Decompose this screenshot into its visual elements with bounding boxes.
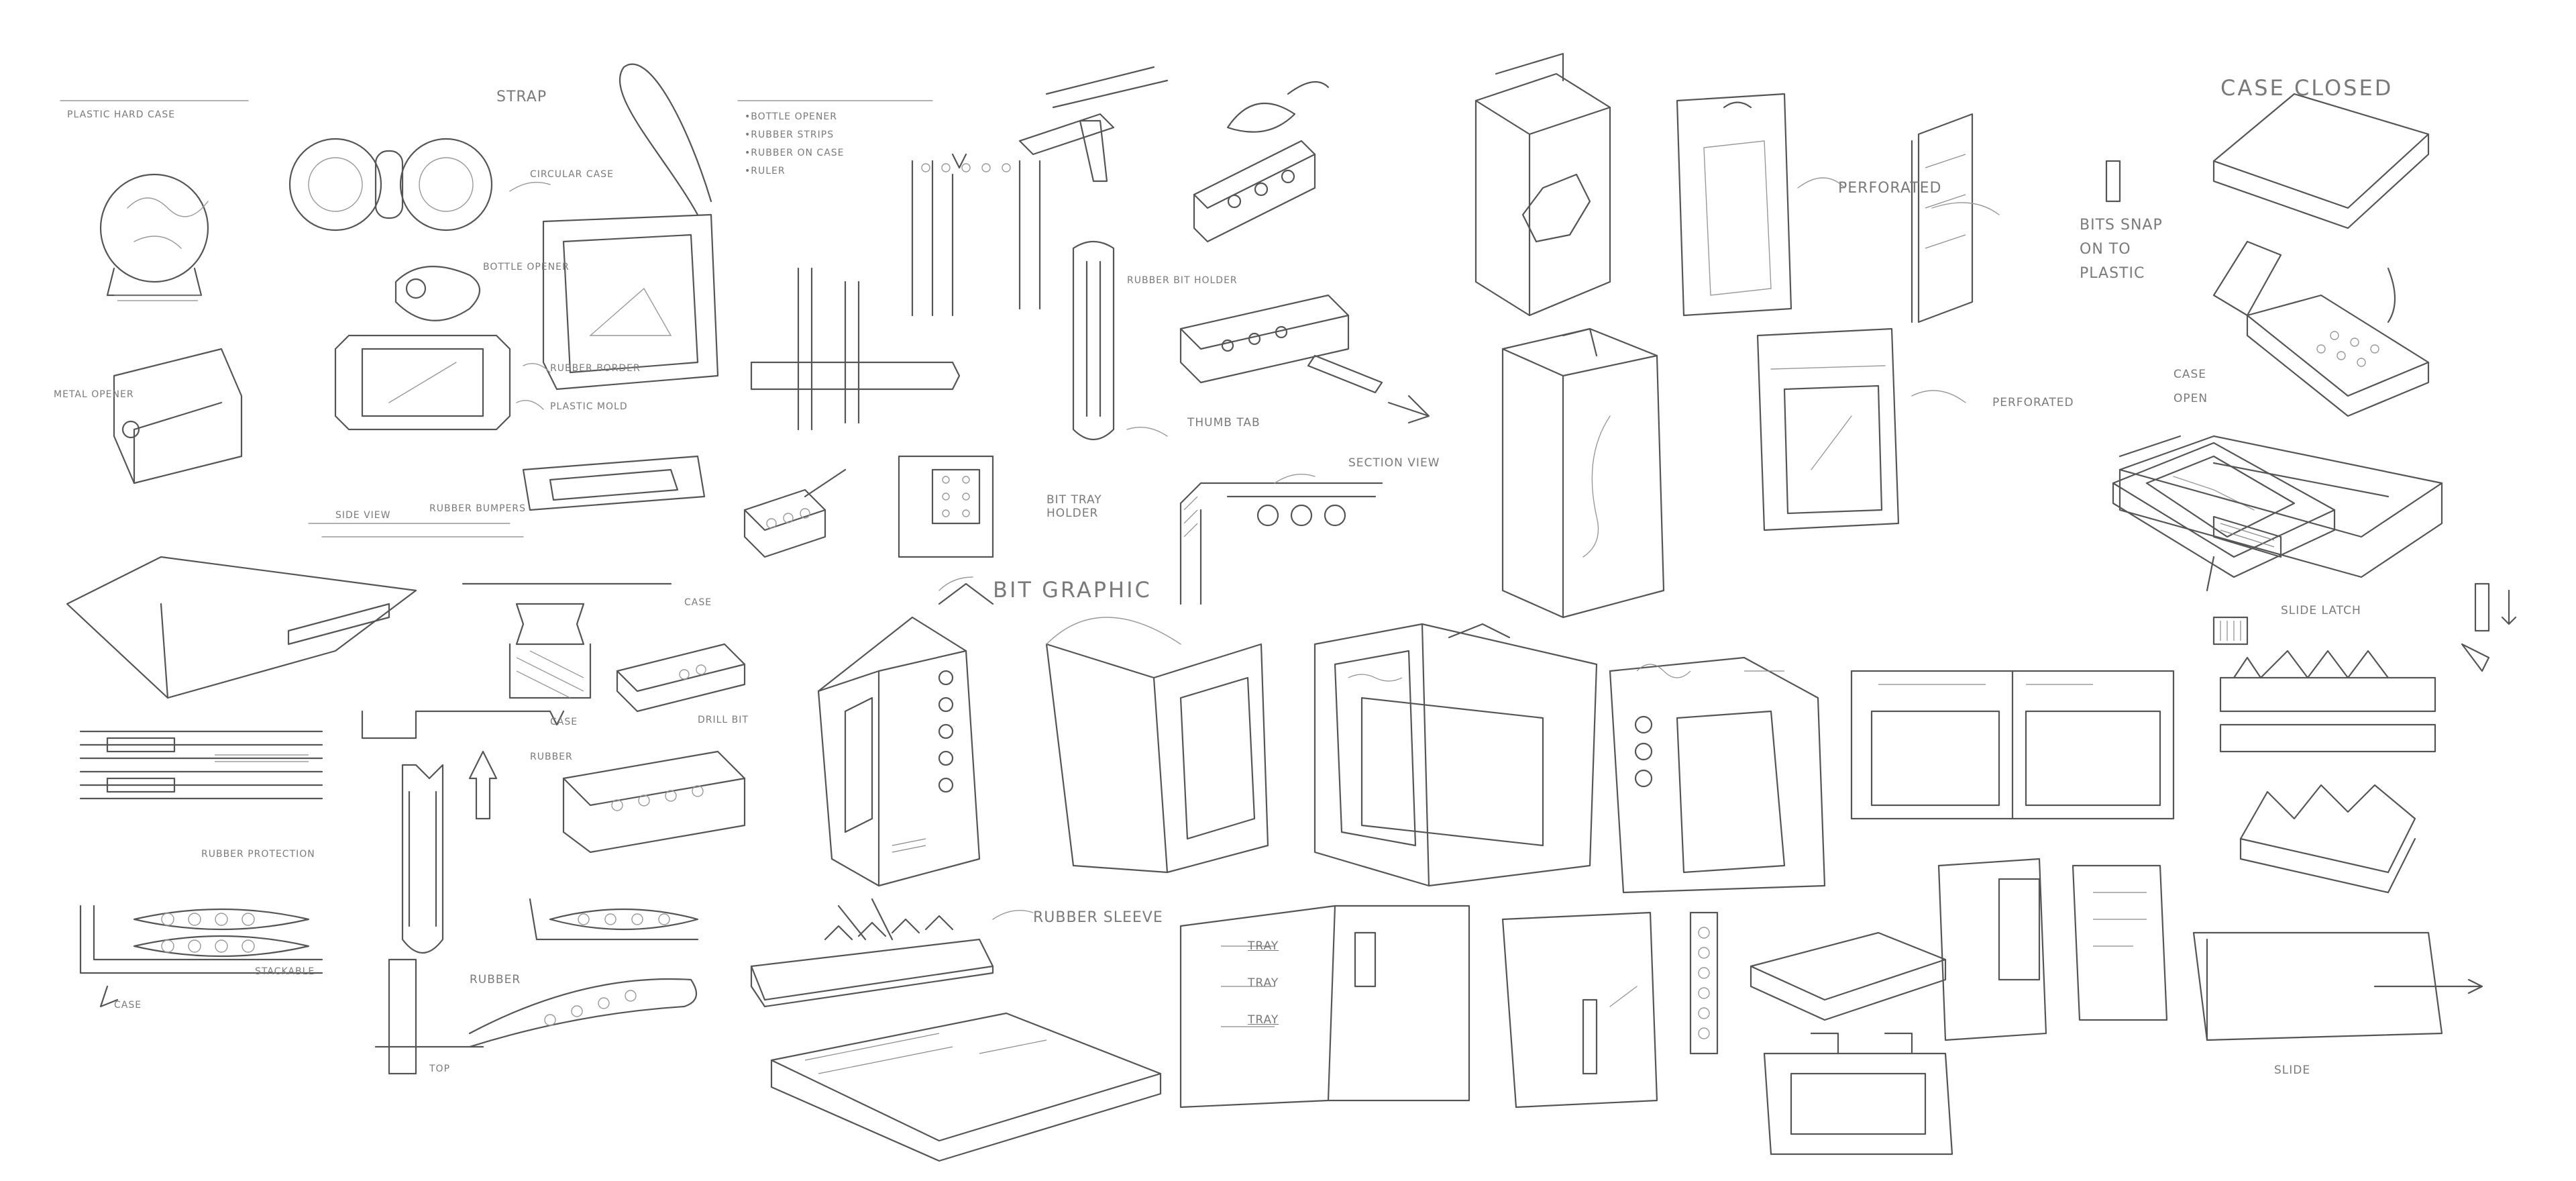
label-case-open: case open — [2174, 368, 2208, 405]
rubber-protection-stackable-sketch — [79, 730, 323, 1008]
label-circular-case: circular case — [530, 169, 614, 180]
case-open-closed-sketch — [2112, 93, 2430, 578]
label-plastic-mold: plastic mold — [550, 401, 628, 412]
bit-tray-holder-sketch — [898, 455, 1383, 605]
label-rubber-strips: rubber strips — [745, 130, 834, 140]
label-slide-latch: slide latch — [2281, 604, 2361, 617]
label-section-view: section view — [1348, 456, 1440, 470]
bit-graphic-package-sketch — [817, 582, 1826, 894]
label-bits-snap: bits snap on to plastic — [2080, 217, 2163, 282]
rubber-sleeve-sketch — [750, 898, 1719, 1162]
label-rubber-protection: rubber protection — [201, 849, 315, 860]
slide-latch-case-sketch — [2118, 435, 2517, 894]
label-top: top — [429, 1064, 451, 1074]
slide-package-sketch — [1750, 670, 2483, 1156]
label-bottle-opener-item: bottle opener — [745, 111, 837, 122]
label-strap: strap — [496, 89, 547, 105]
label-rubber-bar: rubber — [470, 973, 521, 986]
label-bit-tray-holder: bit tray holder — [1046, 493, 1102, 520]
rubber-bit-holder-sketch — [1072, 81, 1430, 440]
label-rubber-bit-holder: rubber bit holder — [1127, 275, 1238, 286]
label-rubber-bumpers: rubber bumpers — [429, 503, 527, 514]
label-tray-3: tray — [1248, 1013, 1279, 1027]
label-ruler: ruler — [745, 166, 786, 176]
label-rubber-sleeve-1: rubber sleeve — [1033, 909, 1163, 926]
label-perforated-top: perforated — [1838, 180, 1942, 197]
rubber-strips-sketch — [737, 66, 1169, 558]
label-bit-graphic: bit graphic — [993, 577, 1152, 603]
label-tray-2: tray — [1248, 976, 1279, 990]
case-clip-rubber-sketch — [361, 710, 746, 1075]
label-plastic-hard-case: plastic hard case — [67, 109, 176, 120]
label-case-clip: case — [550, 717, 578, 727]
label-drill-bit: drill bit — [698, 715, 749, 725]
case-profile-sketch — [66, 556, 746, 713]
plastic-hard-case-sketch — [60, 100, 249, 484]
label-tray-1: tray — [1248, 939, 1279, 953]
hanging-package-sketch — [1474, 52, 2121, 619]
label-side-view: side view — [335, 510, 391, 521]
label-rubber-on-case: rubber on case — [745, 148, 845, 158]
label-case-closed: case closed — [2220, 75, 2394, 101]
label-stackable: stackable — [255, 966, 315, 977]
leader-lines — [509, 177, 2000, 920]
label-thumb-tab: thumb tab — [1187, 416, 1260, 429]
label-perforated-mid: perforated — [1992, 396, 2074, 409]
label-bottle-opener: bottle opener — [483, 262, 570, 272]
label-case-profile: case — [684, 597, 712, 608]
strap-circular-case-sketch — [288, 63, 719, 537]
label-rubber-border: rubber border — [550, 363, 641, 374]
label-case-stack: case — [114, 1000, 142, 1011]
label-slide: slide — [2274, 1064, 2311, 1077]
label-metal-opener: metal opener — [54, 389, 134, 400]
label-rubber-clip: rubber — [530, 752, 573, 762]
